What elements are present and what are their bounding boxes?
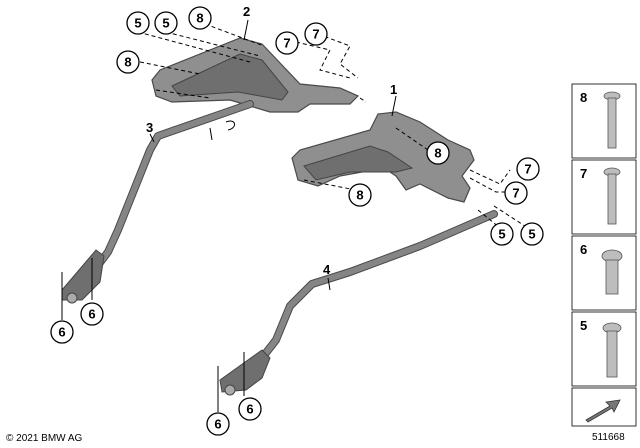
callout-6[interactable]: 6 [50,320,74,344]
part-label-1: 1 [390,82,397,97]
callout-7[interactable]: 7 [304,22,328,46]
svg-text:8: 8 [196,11,203,26]
callout-6[interactable]: 6 [206,412,230,436]
svg-text:7: 7 [580,166,587,181]
callout-8[interactable]: 8 [188,6,212,30]
direction-arrow-icon [585,399,621,423]
svg-text:5: 5 [580,318,587,333]
svg-text:6: 6 [88,307,95,322]
svg-text:6: 6 [214,417,221,432]
svg-text:5: 5 [134,16,141,31]
svg-text:7: 7 [524,162,531,177]
callout-6[interactable]: 6 [80,302,104,326]
part-label-3: 3 [146,120,153,135]
fastener-box-7[interactable]: 7 [571,159,637,235]
rod-part-3 [61,100,254,304]
callout-7[interactable]: 7 [504,181,528,205]
bracket-part-2 [151,37,360,113]
callout-8[interactable]: 8 [116,50,140,74]
fastener-box-5[interactable]: 5 [571,311,637,387]
copyright-text: © 2021 BMW AG [6,433,83,444]
svg-text:7: 7 [283,36,290,51]
svg-text:8: 8 [580,90,587,105]
svg-text:8: 8 [356,188,363,203]
part-label-2: 2 [243,4,250,19]
diagram-id: 511668 [592,432,625,443]
callout-8[interactable]: 8 [348,183,372,207]
callout-8[interactable]: 8 [426,141,450,165]
callout-5[interactable]: 5 [154,11,178,35]
callout-5[interactable]: 5 [126,11,150,35]
svg-text:8: 8 [434,146,441,161]
svg-text:7: 7 [312,27,319,42]
callout-5[interactable]: 5 [490,222,514,246]
part-label-4: 4 [323,262,331,277]
svg-text:6: 6 [580,242,587,257]
callout-7[interactable]: 7 [275,31,299,55]
rod-part-4 [219,210,498,396]
callout-6[interactable]: 6 [238,397,262,421]
svg-text:6: 6 [58,325,65,340]
svg-text:5: 5 [162,16,169,31]
fastener-panel: 8 7 6 5 [571,83,637,427]
svg-text:7: 7 [512,186,519,201]
fastener-box-8[interactable]: 8 [571,83,637,159]
svg-text:6: 6 [246,402,253,417]
direction-arrow-box [571,387,637,427]
svg-text:5: 5 [528,227,535,242]
callout-7[interactable]: 7 [516,157,540,181]
svg-text:8: 8 [124,55,131,70]
fastener-box-6[interactable]: 6 [571,235,637,311]
leader-lines [61,19,529,412]
callout-5[interactable]: 5 [520,222,544,246]
bracket-part-1 [291,111,475,203]
svg-text:5: 5 [498,227,505,242]
